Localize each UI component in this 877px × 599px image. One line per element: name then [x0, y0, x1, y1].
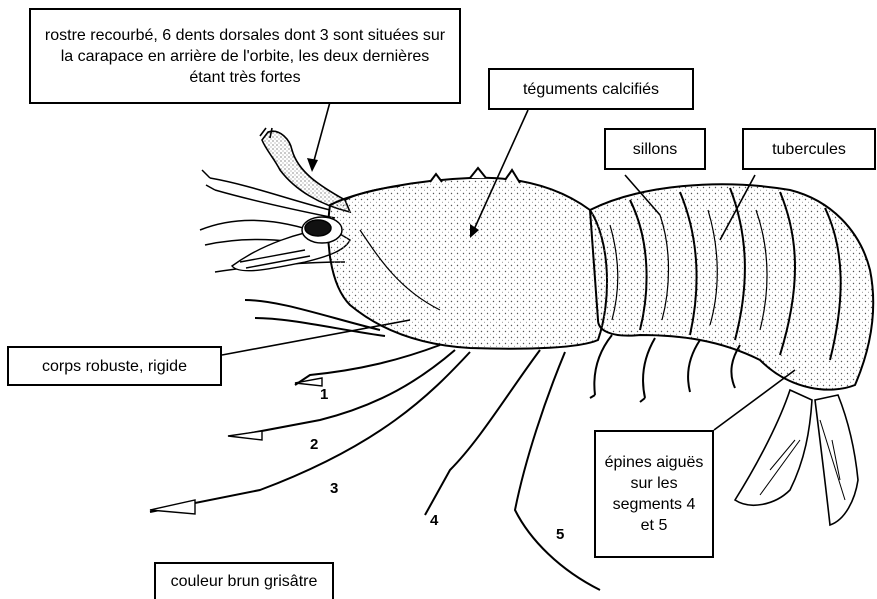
label-couleur: couleur brun grisâtre [154, 562, 334, 599]
leg-number-5: 5 [556, 526, 564, 543]
label-corps-text: corps robuste, rigide [42, 356, 187, 377]
carapace [328, 168, 607, 349]
leg-number-4: 4 [430, 512, 438, 529]
pleopods [590, 335, 740, 402]
label-rostre: rostre recourbé, 6 dents dorsales dont 3… [29, 8, 461, 104]
leg-number-3: 3 [330, 480, 338, 497]
claws [150, 378, 322, 514]
label-sillons-text: sillons [633, 139, 677, 160]
label-teguments: téguments calcifiés [488, 68, 694, 110]
leg-number-1: 1 [320, 386, 328, 403]
label-tubercules: tubercules [742, 128, 876, 170]
eye [302, 217, 342, 243]
label-rostre-text: rostre recourbé, 6 dents dorsales dont 3… [41, 25, 449, 88]
abdomen [590, 184, 873, 389]
label-epines-text: épines aiguës sur les segments 4 et 5 [604, 452, 704, 536]
tail-fan [735, 390, 858, 525]
label-epines: épines aiguës sur les segments 4 et 5 [594, 430, 714, 558]
label-couleur-text: couleur brun grisâtre [171, 571, 318, 592]
leg-number-2: 2 [310, 436, 318, 453]
label-tubercules-text: tubercules [772, 139, 846, 160]
label-sillons: sillons [604, 128, 706, 170]
label-teguments-text: téguments calcifiés [523, 79, 659, 100]
label-corps: corps robuste, rigide [7, 346, 222, 386]
